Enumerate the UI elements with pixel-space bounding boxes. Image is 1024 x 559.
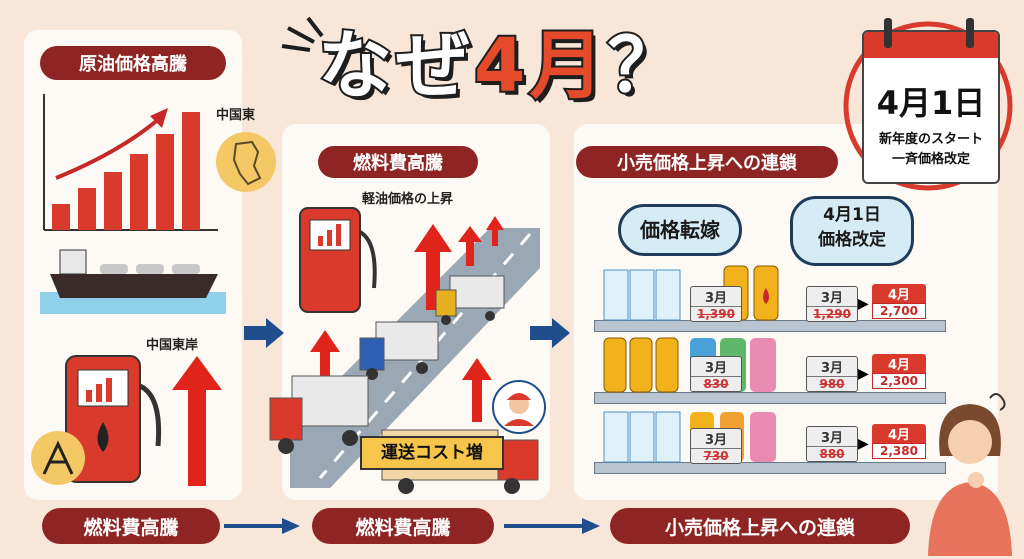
change-3-old-month: 3月 bbox=[820, 431, 844, 446]
old-tag-2-price: 830 bbox=[691, 376, 741, 391]
footer-arrow-2 bbox=[504, 518, 600, 534]
old-price-tag-2: 3月 830 bbox=[690, 356, 742, 392]
headline-suffix: ？ bbox=[606, 21, 686, 111]
arrow-panel1-to-2 bbox=[244, 318, 284, 348]
worried-woman-illustration bbox=[928, 393, 1012, 556]
product-toilet-paper-top bbox=[603, 269, 681, 321]
old-tag-1-month: 3月 bbox=[704, 291, 728, 306]
calendar-ring bbox=[843, 21, 1013, 191]
arrow-panel2-to-3 bbox=[530, 318, 570, 348]
shelf-2 bbox=[594, 392, 946, 404]
oil-derrick-icon bbox=[31, 431, 85, 485]
up-arrow-mid-left bbox=[310, 330, 340, 390]
footer-label-1: 燃料費高騰 bbox=[42, 508, 220, 544]
old-price-tag-1: 3月 1,390 bbox=[690, 286, 742, 322]
driver-avatar bbox=[492, 380, 546, 434]
product-toilet-paper-bottom bbox=[603, 411, 681, 463]
small-fuel-pump bbox=[299, 207, 377, 313]
cost-sign: 運送コスト増 bbox=[360, 436, 504, 470]
chart-bar-4 bbox=[130, 154, 148, 230]
up-arrow-large bbox=[172, 356, 222, 486]
footer-label-2: 燃料費高騰 bbox=[312, 508, 494, 544]
panel3-title: 小売価格上昇への連鎖 bbox=[576, 146, 838, 178]
change-arrow-2: ▶ bbox=[858, 366, 869, 382]
chart-bar-6 bbox=[182, 112, 200, 230]
footer-label-3: 小売価格上昇への連鎖 bbox=[610, 508, 910, 544]
calendar-line2: 一斉価格改定 bbox=[891, 152, 970, 167]
change-new-tag-1: 4月 2,700 bbox=[872, 284, 926, 319]
footer-arrow-1 bbox=[224, 518, 300, 534]
change-old-tag-2: 3月 980 bbox=[806, 356, 858, 392]
change-2-old-price: 980 bbox=[807, 376, 857, 391]
change-arrow-3: ▶ bbox=[858, 436, 869, 452]
old-tag-1-price: 1,390 bbox=[691, 306, 741, 321]
change-old-tag-3: 3月 880 bbox=[806, 426, 858, 462]
shelf-1 bbox=[594, 320, 946, 332]
diesel-label: 軽油価格の上昇 bbox=[362, 192, 454, 207]
old-tag-2-month: 3月 bbox=[704, 361, 728, 376]
product-oil-bottles-mid bbox=[603, 337, 679, 393]
change-3-new-month: 4月 bbox=[887, 428, 911, 443]
coast-label: 中国東岸 bbox=[146, 338, 199, 353]
calendar-date: 4月1日 bbox=[876, 84, 986, 122]
change-1-new-price: 2,700 bbox=[872, 303, 926, 319]
truck-blue bbox=[359, 321, 439, 380]
truck-yellow bbox=[435, 275, 505, 325]
bubble-price-revision: 4月1日 価格改定 bbox=[790, 196, 914, 266]
change-1-old-month: 3月 bbox=[820, 291, 844, 306]
old-tag-3-month: 3月 bbox=[704, 433, 728, 448]
oil-tanker-ship bbox=[40, 249, 226, 314]
chart-bar-5 bbox=[156, 134, 174, 230]
calendar-line1: 新年度のスタート bbox=[878, 132, 983, 147]
change-new-tag-3: 4月 2,380 bbox=[872, 424, 926, 459]
crude-price-bar-chart bbox=[43, 94, 218, 231]
bubble-price-pass: 価格転嫁 bbox=[618, 204, 742, 256]
change-1-new-month: 4月 bbox=[887, 288, 911, 303]
change-old-tag-1: 3月 1,290 bbox=[806, 286, 858, 322]
calendar-icon: 4月1日 新年度のスタート 一斉価格改定 bbox=[862, 30, 1000, 184]
shelf-3 bbox=[594, 462, 946, 474]
change-3-new-price: 2,380 bbox=[872, 443, 926, 459]
change-2-new-price: 2,300 bbox=[872, 373, 926, 389]
headline: なぜ4月？ bbox=[316, 6, 686, 113]
fuel-pump-icon bbox=[65, 355, 162, 483]
up-arrow-mid-right bbox=[462, 358, 492, 422]
rising-arrows bbox=[414, 216, 504, 310]
change-arrow-1: ▶ bbox=[858, 296, 869, 312]
trend-arrow-head bbox=[150, 108, 168, 128]
truck-red bbox=[269, 375, 369, 454]
calendar-binder-left bbox=[884, 18, 892, 48]
map-label: 中国東 bbox=[216, 108, 256, 123]
change-3-old-price: 880 bbox=[807, 446, 857, 461]
panel2-title: 燃料費高騰 bbox=[318, 146, 478, 178]
bubble-revision-line1: 4月1日 bbox=[823, 205, 881, 225]
chart-bar-1 bbox=[52, 204, 70, 230]
chart-bar-3 bbox=[104, 172, 122, 230]
change-2-old-month: 3月 bbox=[820, 361, 844, 376]
change-2-new-month: 4月 bbox=[887, 358, 911, 373]
old-tag-3-price: 730 bbox=[691, 448, 741, 463]
calendar-binder-right bbox=[966, 18, 974, 48]
bubble-revision-line2: 価格改定 bbox=[818, 230, 886, 250]
chart-bar-2 bbox=[78, 188, 96, 230]
headline-accent: 4月 bbox=[472, 21, 608, 111]
change-1-old-price: 1,290 bbox=[807, 306, 857, 321]
trend-arrow bbox=[55, 116, 162, 180]
change-new-tag-2: 4月 2,300 bbox=[872, 354, 926, 389]
panel1-title: 原油価格高騰 bbox=[40, 46, 226, 80]
headline-prefix: なぜ bbox=[316, 21, 474, 111]
old-price-tag-3: 3月 730 bbox=[690, 428, 742, 464]
headline-emphasis-lines bbox=[281, 16, 324, 52]
map-globe-icon bbox=[216, 132, 276, 192]
